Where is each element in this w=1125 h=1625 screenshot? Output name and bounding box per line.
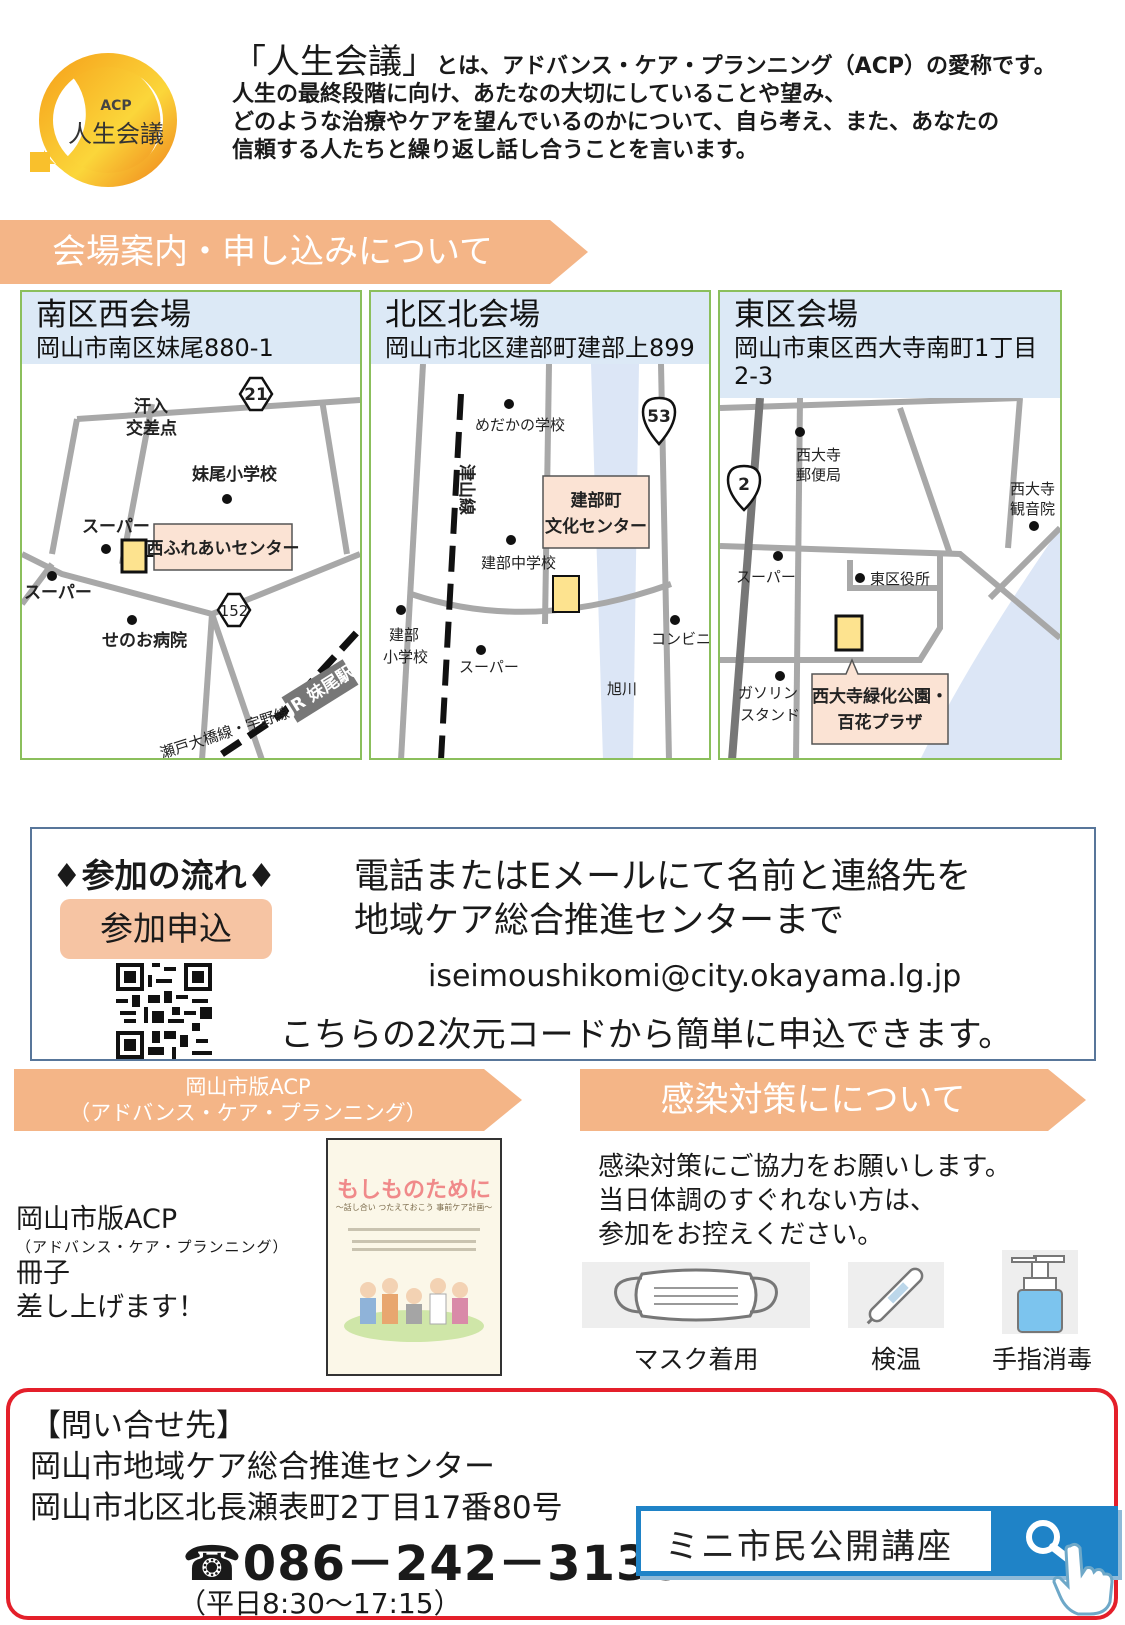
thermometer-icon [848,1262,944,1328]
acp-logo: ACP 人生会議 [30,53,177,187]
acp-banner-line1: 岡山市版ACP [185,1075,311,1099]
contact-box: 【問い合せ先】 岡山市地域ケア総合推進センター 岡山市北区北長瀬表町2丁目17番… [6,1388,1118,1620]
temp-label: 検温 [870,1345,921,1374]
map-label-super2: スーパー [24,583,92,603]
infection-text-line2: 当日体調のすぐれない方は、 [598,1186,937,1216]
venue-kita-kita: 北区北会場 岡山市北区建部町建部上899 津山線 めだかの学校 53 建部町 文… [369,290,711,760]
search-button[interactable] [991,1511,1113,1571]
map-kita: 津山線 めだかの学校 53 建部町 文化センター 建部中学校 建部 小学校 スー… [383,364,709,758]
qr-note: こちらの2次元コードから簡単に申込できます。 [280,1015,1013,1055]
map-label-line: 津山線 [456,464,477,515]
map-label-temple-1: 西大寺 [1010,480,1055,498]
acp-banner: 岡山市版ACP （アドバンス・ケア・プランニング） [14,1069,522,1131]
map-label-center-2: 百花プラザ [838,712,923,733]
map-label-school1: めだかの学校 [475,416,565,434]
venue-header: 東区会場 岡山市東区西大寺南町1丁目2-3 [720,292,1060,398]
infection-text-line3: 参加をお控えください。 [598,1220,884,1250]
map-label-cross-2: 交差点 [126,418,177,439]
contact-phone[interactable]: ☎086－242－3135 [182,1536,685,1592]
contact-address: 岡山市北区北長瀬表町2丁目17番80号 [30,1490,563,1526]
map-label-post-2: 郵便局 [796,466,841,484]
map-label-center-2: 文化センター [545,516,647,537]
map-label-conv: コンビニ [651,630,709,648]
hand-pointer-icon [1052,1542,1114,1616]
sanitize-label: 手指消毒 [991,1345,1092,1374]
contact-hours: （平日8:30～17:15） [178,1587,462,1620]
search-box[interactable]: ミニ市民公開講座 [636,1506,1118,1576]
map-label-school: 妹尾小学校 [191,464,278,485]
flow-text-line1: 電話またはEメールにて名前と連絡先を [354,857,972,897]
infection-text-line1: 感染対策にご協力をお願いします。 [598,1152,1011,1182]
acp-booklet-text: 岡山市版ACP （アドバンス・ケア・プランニング） 冊子 差し上げます！ [16,1203,288,1325]
logo-acp-text: ACP [100,98,131,114]
mask-label: マスク着用 [633,1345,759,1374]
venue-name: 東区会場 [734,297,858,333]
map-label-post-1: 西大寺 [796,446,841,464]
qr-code-icon[interactable] [116,963,212,1059]
map-label-cross-1: 汗入 [134,396,168,417]
mask-icon [582,1262,810,1328]
map-label-school3-2: 小学校 [383,648,428,666]
email-link[interactable]: iseimoushikomi@city.okayama.lg.jp [428,959,962,994]
venue-banner: 会場案内・申し込みについて [0,220,588,284]
intro-big: 「人生会議」 [232,42,436,82]
map-label-school3-1: 建部 [389,626,419,644]
venue-header: 南区西会場 岡山市南区妹尾880-1 [22,292,360,364]
map-label-school2: 建部中学校 [481,554,556,572]
flow-instruction: 電話またはEメールにて名前と連絡先を 地域ケア総合推進センターまで [354,855,971,943]
venue-address: 岡山市南区妹尾880-1 [36,334,274,362]
booklet-title: もしものために [336,1178,491,1203]
map-label-super: スーパー [736,568,796,586]
search-input[interactable]: ミニ市民公開講座 [665,1527,953,1567]
intro-line4: 信頼する人たちと繰り返し話し合うことを言います。 [232,138,758,163]
intro-text: 「人生会議」とは、アドバンス・ケア・プランニング（ACP）の愛称です。 人生の最… [232,45,1112,165]
booklet-subtitle: ～話し合い つたえておこう 事前ケア計画～ [335,1203,493,1212]
map-minami: JR 妹尾駅 瀬戸大橋線・宇野線 21 152 汗入 交差点 妹尾小学校 スーパ… [22,376,360,758]
venue-higashi: 東区会場 岡山市東区西大寺南町1丁目2-3 2 西大寺 郵便局 西大寺 観音院 … [718,290,1062,760]
map-label-hospital: せのお病院 [102,630,187,651]
map-route-2: 2 [738,475,750,495]
venue-address: 岡山市東区西大寺南町1丁目2-3 [734,334,1038,390]
intro-line3: どのような治療やケアを望んでいるのかについて、自ら考え、また、あなたの [232,110,1000,135]
map-label-super1: スーパー [82,517,150,537]
map-label-temple-2: 観音院 [1010,500,1055,518]
map-label-center-1: 西大寺緑化公園・ [812,686,948,707]
contact-text: 【問い合せ先】 岡山市地域ケア総合推進センター 岡山市北区北長瀬表町2丁目17番… [30,1406,563,1529]
venue-name: 北区北会場 [385,297,540,333]
map-label-center: 西ふれあいセンター [147,539,300,559]
flow-text-line2: 地域ケア総合推進センターまで [354,901,845,941]
intro-line1: とは、アドバンス・ケア・プランニング（ACP）の愛称です。 [436,54,1056,79]
sanitizer-icon [1002,1250,1078,1334]
contact-org: 岡山市地域ケア総合推進センター [30,1449,495,1485]
contact-heading: 【問い合せ先】 [30,1408,247,1444]
map-label-gas-1: ガソリン [738,684,798,702]
venue-minami-nishi: 南区西会場 岡山市南区妹尾880-1 JR 妹尾駅 瀬戸大橋線・宇野線 21 1… [20,290,362,760]
participation-flow: ♦参加の流れ♦ 参加申込 電話またはEメールにて名前と連絡先を 地域ケア総合推進… [30,827,1096,1061]
logo-name-text: 人生会議 [68,120,164,148]
venue-address: 岡山市北区建部町建部上899 [385,334,695,362]
acp-banner-line2: （アドバンス・ケア・プランニング） [69,1101,427,1125]
map-label-office: 東区役所 [870,570,930,588]
map-route-152: 152 [220,602,249,620]
map-label-super: スーパー [459,658,519,676]
booklet-illustration [344,1228,484,1342]
infection-text: 感染対策にご協力をお願いします。 当日体調のすぐれない方は、 参加をお控えくださ… [598,1150,1011,1252]
map-route-21: 21 [244,385,268,405]
acp-text-small: （アドバンス・ケア・プランニング） [16,1238,289,1256]
acp-text-line2: 冊子 [16,1258,70,1289]
map-route-53: 53 [647,407,671,427]
map-label-river: 旭川 [607,680,637,698]
map-label-gas-2: スタンド [740,706,800,724]
acp-booklet-cover: もしものために ～話し合い つたえておこう 事前ケア計画～ [326,1138,502,1376]
map-higashi: 2 西大寺 郵便局 西大寺 観音院 スーパー 東区役所 ガソリン スタンド 西大… [720,398,1060,758]
map-label-center-1: 建部町 [571,490,622,511]
venue-header: 北区北会場 岡山市北区建部町建部上899 [371,292,709,364]
venue-name: 南区西会場 [36,297,191,333]
apply-button[interactable]: 参加申込 [60,899,272,959]
infection-banner: 感染対策にについて [580,1069,1086,1131]
acp-text-line1: 岡山市版ACP [16,1204,178,1235]
intro-line2: 人生の最終段階に向け、あたなの大切にしていることや望み、 [232,82,847,107]
acp-text-line3: 差し上げます！ [16,1292,205,1323]
flow-title: ♦参加の流れ♦ [52,856,277,895]
